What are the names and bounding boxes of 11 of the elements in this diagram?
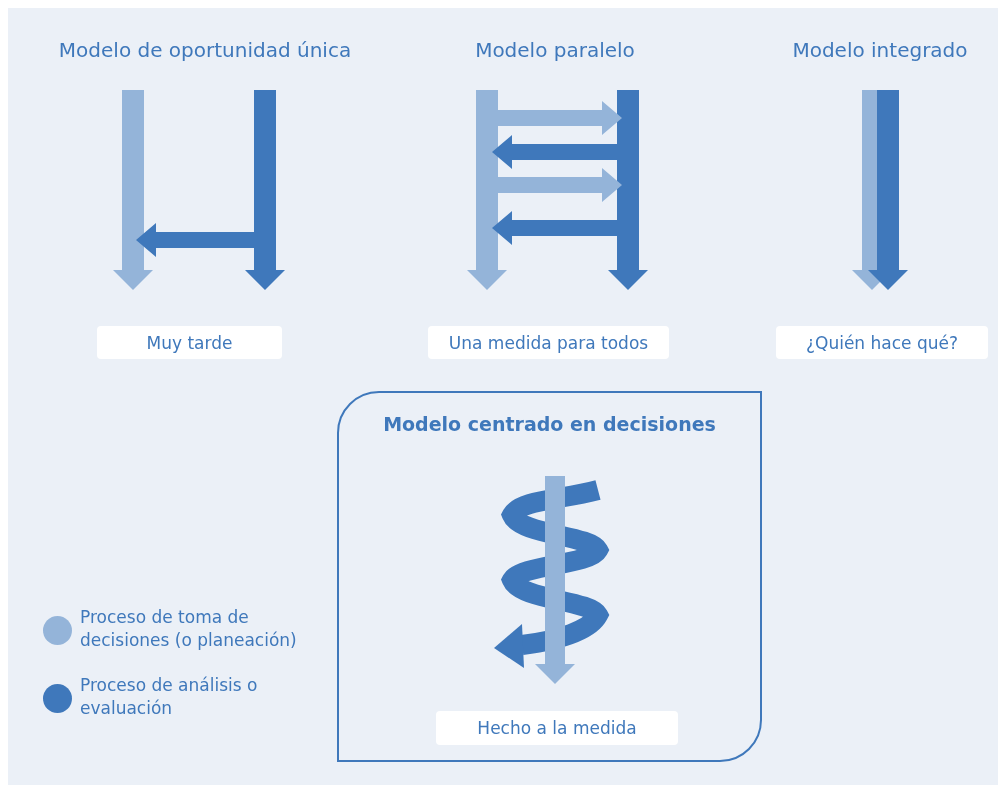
caption-label: Una medida para todos xyxy=(428,326,669,359)
caption-label: Hecho a la medida xyxy=(436,711,678,745)
frame-title: Modelo centrado en decisiones xyxy=(382,413,717,435)
legend-label: Proceso de análisis o evaluación xyxy=(80,674,259,720)
model-title: Modelo de oportunidad única xyxy=(57,38,353,62)
caption-label: ¿Quién hace qué? xyxy=(776,326,988,359)
model-title: Modelo integrado xyxy=(791,38,969,62)
model-title: Modelo paralelo xyxy=(474,38,636,62)
model-frame xyxy=(337,391,762,762)
legend-label: Proceso de toma de decisiones (o planeación) xyxy=(80,606,298,652)
caption-label: Muy tarde xyxy=(97,326,282,359)
